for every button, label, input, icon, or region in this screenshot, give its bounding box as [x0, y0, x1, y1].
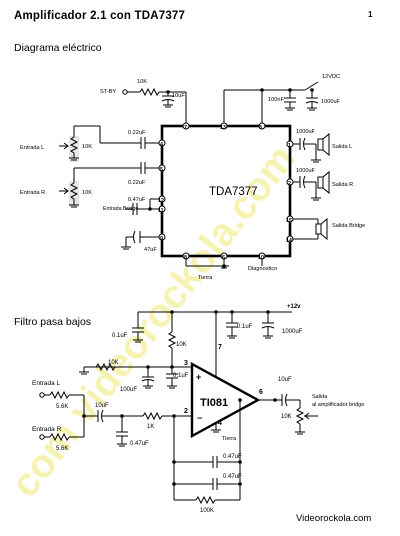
- pin-label: 5: [160, 167, 163, 173]
- schematic-section-title: Diagrama eléctrico: [14, 42, 102, 54]
- opamp-pin-label: 4: [218, 420, 222, 427]
- c-047b-value: 0.47uF: [223, 454, 242, 460]
- pin-label: 14: [286, 238, 292, 244]
- tda7377-label: TDA7377: [209, 186, 258, 198]
- r-1k-value: 1K: [147, 424, 154, 430]
- c-047a-value: 0.47uF: [130, 441, 149, 447]
- opamp-pin-label: 3: [184, 360, 188, 367]
- c-supply2-value: 1000uF: [321, 99, 341, 105]
- pin-label: 13: [220, 125, 226, 131]
- opamp-plus-sign: +: [196, 372, 201, 382]
- r-fb-value: 100K: [200, 508, 214, 514]
- page-title: Amplificador 2.1 con TDA7377: [14, 10, 186, 22]
- opamp-pin-label: 6: [259, 389, 263, 396]
- salida-r-label: Salida R: [332, 182, 353, 188]
- pin-label: 3: [259, 125, 262, 131]
- opamp-pin-label: 7: [218, 344, 222, 351]
- page-number: 1: [368, 10, 373, 19]
- pot-l-value: 10K: [82, 144, 92, 150]
- filter-tierra-label: Tierra: [222, 436, 237, 442]
- vplus-label: +12v: [287, 304, 301, 310]
- ti081-label: TI081: [200, 397, 228, 409]
- c-in-r-value: 0.22uF: [128, 180, 146, 186]
- c-bridge-value: 0.47uF: [128, 197, 146, 203]
- pot-out-value: 10K: [281, 414, 292, 420]
- pin-label: 11: [158, 208, 164, 214]
- opamp-pin-label: 2: [184, 408, 188, 415]
- c1-value: 0.1uF: [112, 333, 128, 339]
- c-100u-value: 100uF: [120, 387, 137, 393]
- pot-r-value: 10K: [82, 190, 92, 196]
- filter-section-title: Filtro pasa bajos: [14, 316, 92, 328]
- r-in-l-value: 5.6K: [56, 404, 68, 410]
- c-supply1-value: 100nF: [268, 97, 284, 103]
- filter-entrada-r-label: Entrada R: [32, 426, 62, 433]
- r-top-value: 10K: [176, 342, 187, 348]
- diagnostico-label: Diagnostico: [248, 266, 277, 272]
- c-vcc1-value: 0.1uF: [237, 324, 253, 330]
- ti081-opamp: [190, 361, 261, 439]
- pin-label: 6: [222, 255, 225, 261]
- vcc-label: 12VDC: [322, 74, 340, 80]
- entrada-l-label: Entrada L: [20, 145, 44, 151]
- pin-label: 10: [258, 255, 264, 261]
- c-in-l-value: 0.22uF: [128, 130, 146, 136]
- pin-label: 4: [160, 142, 163, 148]
- pin-label: 2: [288, 181, 291, 187]
- r-div-value: 10K: [108, 360, 119, 366]
- entrada-r-label: Entrada R: [20, 190, 45, 196]
- watermark-text: com videorockola.com: [2, 137, 304, 506]
- pin-label: 15: [286, 218, 292, 224]
- opamp-minus-sign: −: [197, 413, 202, 423]
- c-out-r-value: 1000uF: [296, 168, 316, 174]
- r-in-r-value: 5.6K: [56, 446, 68, 452]
- c-out-l-value: 1000uF: [296, 129, 316, 135]
- standby-label: ST-BY: [100, 89, 116, 95]
- salida-l-label: Salida L: [332, 144, 352, 150]
- tierra-label: Tierra: [198, 275, 213, 281]
- c-vcc2-value: 1000uF: [282, 329, 303, 335]
- r-standby-value: 10K: [137, 79, 147, 85]
- pin-label: 7: [184, 125, 187, 131]
- footer-site: Videorockola.com: [296, 513, 372, 524]
- filter-entrada-l-label: Entrada L: [32, 380, 61, 387]
- c-standby-value: 10uF: [172, 93, 185, 99]
- entrada-bridge-label: Entrada Bridge: [103, 206, 138, 212]
- c-out-value: 10uF: [278, 377, 292, 383]
- pin-label: 8: [184, 255, 187, 261]
- c-01b-value: 0.1uF: [173, 373, 189, 379]
- c-svr-value: 47uF: [144, 247, 157, 253]
- pin-label: 9: [160, 236, 163, 242]
- c-in-value: 10uF: [95, 403, 109, 409]
- c-047c-value: 0.47uF: [223, 474, 242, 480]
- pin-label: 12: [158, 198, 164, 204]
- pin-label: 1: [288, 143, 291, 149]
- salida-bridge-label: Salida Bridge: [332, 223, 365, 229]
